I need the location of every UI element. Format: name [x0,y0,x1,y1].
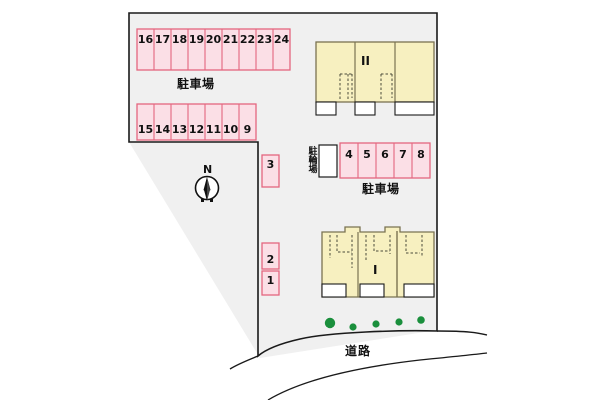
compass-north-label: N [203,163,213,176]
stall-label: 19 [188,33,205,46]
stall-label: 18 [171,33,188,46]
stall-label: 9 [243,123,252,136]
stall-label: 6 [381,148,389,161]
stall-label: 8 [417,148,425,161]
stall-label: 17 [154,33,171,46]
stall-label: 11 [205,123,222,136]
stall-label: 24 [273,33,290,46]
stall-label: 3 [266,158,275,171]
stall-label: 16 [137,33,154,46]
stall-label: 23 [256,33,273,46]
stall-label: 7 [399,148,407,161]
bicycle-parking-label: 駐輪場 [306,146,317,173]
bicycle-parking-box [318,144,338,178]
stall-label: 20 [205,33,222,46]
stall-label: 12 [188,123,205,136]
parking-area-top-label: 駐車場 [177,77,215,91]
stall-label: 1 [266,274,275,287]
parking-row-mid [339,142,431,179]
road-area [229,330,488,400]
stall-label: 4 [345,148,353,161]
building-2-label: II [361,54,370,68]
stall-label: 5 [363,148,371,161]
road-label: 道路 [345,344,372,358]
stall-label: 15 [137,123,154,136]
parking-row-bottom [136,103,257,141]
parking-area-mid-label: 駐車場 [362,182,400,196]
compass-rose [194,175,220,202]
parking-west-column [261,154,280,296]
stall-label: 10 [222,123,239,136]
tree-dots [324,316,425,331]
stall-label: 13 [171,123,188,136]
stall-label: 21 [222,33,239,46]
stall-label: 14 [154,123,171,136]
parking-row-top [136,28,291,71]
stall-label: 2 [266,253,275,266]
building-2-shape [315,41,435,116]
stall-label: 22 [239,33,256,46]
building-1-label: I [373,263,378,277]
building-1-shape [321,226,435,298]
